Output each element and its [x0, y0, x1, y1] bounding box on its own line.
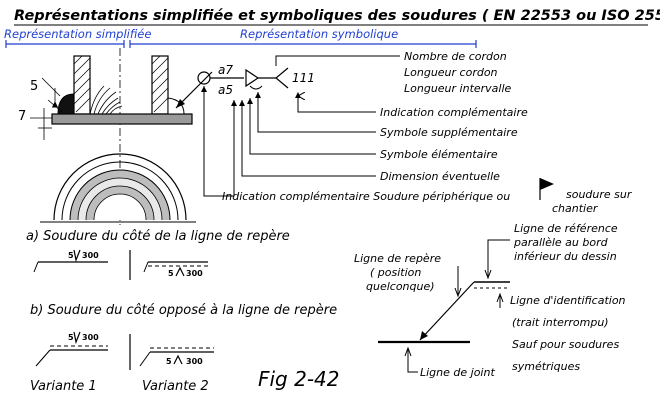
callout-longueur-intervalle: Longueur intervalle	[404, 82, 512, 95]
dimension-7: 7	[18, 109, 26, 124]
fillet-symbol-icon	[245, 68, 260, 88]
svg-text:Sauf pour soudures: Sauf pour soudures	[512, 338, 619, 351]
svg-text:(trait interrompu): (trait interrompu)	[512, 316, 609, 329]
callout-symbole-elem: Symbole élémentaire	[380, 148, 498, 161]
section-simplified: Représentation simplifiée	[4, 27, 151, 41]
svg-text:parallèle au bord: parallèle au bord	[513, 236, 609, 249]
svg-text:5: 5	[166, 357, 172, 366]
figure-label: Fig 2-42	[258, 367, 340, 391]
variante-2: Variante 2	[142, 379, 209, 394]
case-b-symbol-2: 5 300	[139, 347, 214, 367]
case-a-label: a) Soudure du côté de la ligne de repère	[26, 229, 290, 244]
svg-text:5: 5	[68, 251, 74, 260]
svg-text:Ligne de référence: Ligne de référence	[514, 222, 618, 235]
callout-longueur-cordon: Longueur cordon	[404, 66, 498, 79]
svg-text:symétriques: symétriques	[512, 360, 580, 373]
callout-arrows	[201, 86, 301, 106]
reference-diagram: Ligne de référence parallèle au bord inf…	[354, 222, 626, 379]
case-a-symbol-2: 5 300	[143, 261, 208, 278]
process-number: 111	[292, 71, 315, 85]
section-symbolic: Représentation symbolique	[240, 27, 398, 41]
svg-text:quelconque): quelconque)	[366, 280, 435, 293]
tail-icon	[275, 67, 289, 89]
variante-1: Variante 1	[30, 379, 97, 394]
case-a-symbol-1: 5 300	[33, 249, 108, 273]
svg-text:300: 300	[82, 333, 99, 342]
svg-text:inférieur du dessin: inférieur du dessin	[514, 250, 617, 263]
svg-text:300: 300	[186, 357, 203, 366]
svg-text:Ligne de joint: Ligne de joint	[420, 366, 495, 379]
svg-text:5: 5	[68, 333, 74, 342]
svg-text:Ligne de repère: Ligne de repère	[354, 252, 441, 265]
callout-lines	[203, 55, 400, 197]
case-b-symbol-1: 5 300	[35, 331, 108, 367]
peripheral-circle-icon	[197, 71, 211, 85]
svg-text:5: 5	[168, 269, 174, 278]
callout-indication-right: Indication complémentaire	[380, 106, 528, 119]
svg-text:300: 300	[82, 251, 99, 260]
callout-dimension: Dimension éventuelle	[380, 170, 500, 183]
case-b-label: b) Soudure du côté opposé à la ligne de …	[30, 303, 337, 318]
callout-nombre: Nombre de cordon	[404, 50, 507, 63]
callout-symbole-supp: Symbole supplémentaire	[380, 126, 518, 139]
site-weld-flag-icon	[539, 178, 554, 200]
dimension-5: 5	[30, 79, 38, 94]
page-title: Représentations simplifiée et symbolique…	[14, 8, 660, 24]
pipe-section-drawing: 5 7	[18, 48, 196, 225]
svg-text:300: 300	[186, 269, 203, 278]
callout-indication-bottom: Indication complémentaire Soudure périph…	[222, 190, 510, 203]
symbol-a7: a7	[218, 63, 233, 77]
symbol-a5: a5	[218, 83, 233, 97]
callout-soudure-sur: soudure sur	[566, 188, 633, 201]
callout-chantier: chantier	[552, 202, 599, 215]
svg-text:Ligne d'identification: Ligne d'identification	[510, 294, 626, 307]
weld-symbol: a7 a5 111	[175, 63, 315, 109]
svg-text:( position: ( position	[370, 266, 421, 279]
